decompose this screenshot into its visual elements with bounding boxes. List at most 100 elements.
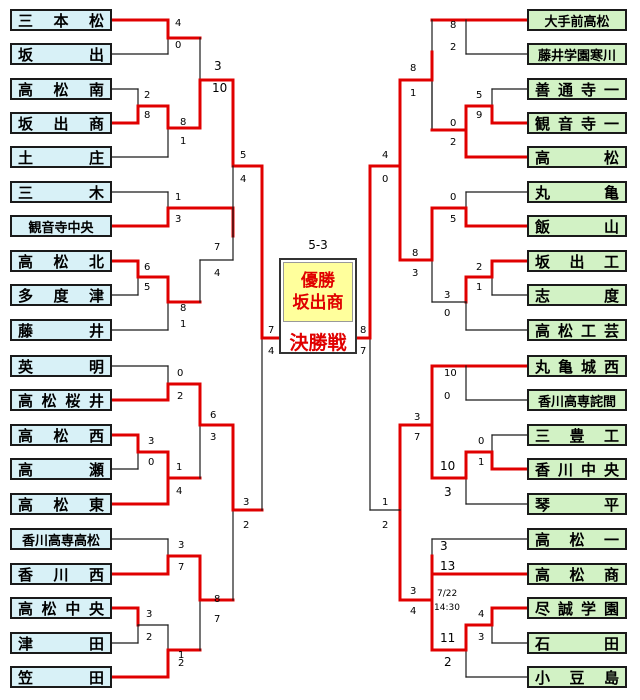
score-label: 1 <box>478 457 484 468</box>
right-team-4: 観音寺一 <box>527 112 627 134</box>
score-label: 3 <box>410 586 416 597</box>
right-team-19: 石田 <box>527 632 627 654</box>
score-label: 0 <box>444 308 450 319</box>
score-label: 8 <box>214 594 220 605</box>
score-label: 3 <box>148 436 154 447</box>
score-label: 6 <box>210 410 216 421</box>
score-label: 3 <box>210 432 216 443</box>
score-label: 11 <box>440 631 455 645</box>
right-team-10: 高松工芸 <box>527 319 627 341</box>
score-label: 7 <box>214 614 220 625</box>
champion-label: 優勝 <box>301 271 335 291</box>
left-team-20: 笠田 <box>10 666 112 688</box>
left-team-10: 藤井 <box>10 319 112 341</box>
score-label: 3 <box>440 539 448 553</box>
right-team-1: 大手前高松 <box>527 9 627 31</box>
right-team-17: 高松商 <box>527 563 627 585</box>
left-team-16: 香川高専高松 <box>10 528 112 550</box>
score-label: 2 <box>476 262 482 273</box>
score-label: 2 <box>146 632 152 643</box>
score-label: 1 <box>382 497 388 508</box>
score-label: 0 <box>444 391 450 402</box>
left-team-5: 土庄 <box>10 146 112 168</box>
score-label: 3 <box>412 268 418 279</box>
score-label: 0 <box>382 174 388 185</box>
left-team-12: 高松桜井 <box>10 389 112 411</box>
right-team-12: 香川高専詫間 <box>527 389 627 411</box>
score-label: 5 <box>240 150 246 161</box>
score-label: 3 <box>146 609 152 620</box>
score-label: 7 <box>178 562 184 573</box>
score-label: 1 <box>178 650 184 661</box>
score-label: 2 <box>243 520 249 531</box>
score-label: 8 <box>450 20 456 31</box>
score-label: 0 <box>478 436 484 447</box>
right-team-20: 小豆島 <box>527 666 627 688</box>
score-label: 2 <box>382 520 388 531</box>
score-label: 2 <box>444 655 452 669</box>
score-label: 10 <box>212 81 227 95</box>
score-label: 0 <box>148 457 154 468</box>
score-label: 3 <box>243 497 249 508</box>
left-team-4: 坂出商 <box>10 112 112 134</box>
score-label: 5 <box>450 214 456 225</box>
left-team-6: 三木 <box>10 181 112 203</box>
score-label: 13 <box>440 559 455 573</box>
score-label: 3 <box>478 632 484 643</box>
left-team-15: 高松東 <box>10 493 112 515</box>
score-label: 3 <box>178 540 184 551</box>
score-label: 2 <box>144 90 150 101</box>
score-label: 1 <box>476 282 482 293</box>
score-label: 4 <box>240 174 246 185</box>
left-team-3: 高松南 <box>10 78 112 100</box>
score-label: 2 <box>450 42 456 53</box>
right-team-13: 三豊工 <box>527 424 627 446</box>
score-label: 3 <box>175 214 181 225</box>
score-label: 8 <box>180 117 186 128</box>
score-label: 0 <box>450 192 456 203</box>
left-team-1: 三本松 <box>10 9 112 31</box>
right-team-7: 飯山 <box>527 215 627 237</box>
score-label: 14:30 <box>434 603 460 613</box>
final-round-label: 決勝戦 <box>289 332 347 354</box>
score-label: 0 <box>175 40 181 51</box>
score-label: 5 <box>144 282 150 293</box>
score-label: 7/22 <box>437 589 457 599</box>
score-label: 6 <box>144 262 150 273</box>
left-team-2: 坂出 <box>10 43 112 65</box>
score-label: 4 <box>175 18 181 29</box>
score-label: 1 <box>180 136 186 147</box>
left-team-17: 香川西 <box>10 563 112 585</box>
score-label: 8 <box>412 248 418 259</box>
score-label: 10 <box>444 368 457 379</box>
score-label: 3 <box>444 485 452 499</box>
score-label: 10 <box>440 459 455 473</box>
score-label: 1 <box>176 462 182 473</box>
champion-box: 優勝 坂出商 決勝戦 <box>279 258 357 354</box>
left-team-19: 津田 <box>10 632 112 654</box>
score-label: 8 <box>180 303 186 314</box>
score-label: 0 <box>177 368 183 379</box>
score-label: 4 <box>478 609 484 620</box>
score-label: 1 <box>180 319 186 330</box>
score-label: 2 <box>177 391 183 402</box>
right-team-11: 丸亀城西 <box>527 355 627 377</box>
score-label: 4 <box>268 346 274 357</box>
score-label: 3 <box>214 59 222 73</box>
right-team-6: 丸亀 <box>527 181 627 203</box>
left-team-11: 英明 <box>10 355 112 377</box>
left-team-18: 高松中央 <box>10 597 112 619</box>
champion-name: 坂出商 <box>292 293 344 313</box>
score-label: 8 <box>144 110 150 121</box>
score-label: 8 <box>410 63 416 74</box>
right-team-8: 坂出工 <box>527 250 627 272</box>
score-label: 4 <box>382 150 388 161</box>
right-team-9: 志度 <box>527 284 627 306</box>
right-team-2: 藤井学園寒川 <box>527 43 627 65</box>
left-team-8: 高松北 <box>10 250 112 272</box>
score-label: 0 <box>450 118 456 129</box>
score-label: 7 <box>414 432 420 443</box>
score-label: 3 <box>414 412 420 423</box>
score-label: 8 <box>360 325 366 336</box>
